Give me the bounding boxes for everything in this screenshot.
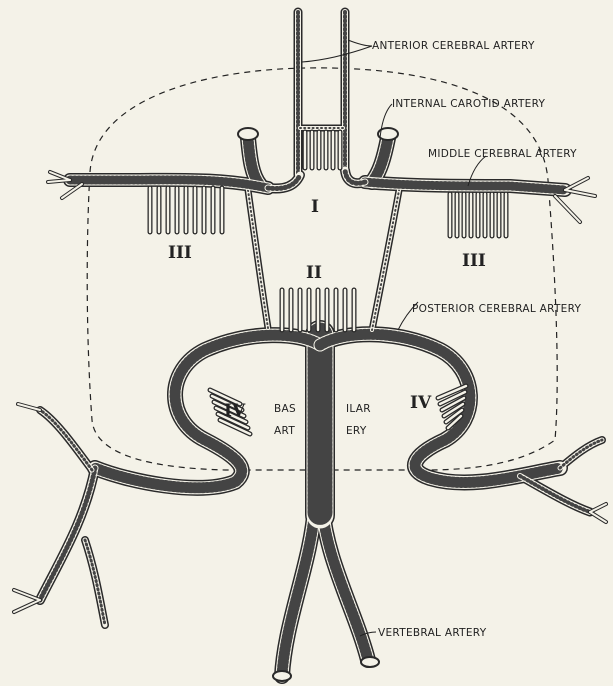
vessel-group bbox=[40, 12, 602, 676]
right-vertebral-opening bbox=[361, 657, 379, 667]
region-3-left: III bbox=[168, 243, 192, 263]
label-vertebral: VERTEBRAL ARTERY bbox=[378, 627, 487, 639]
region-3-right: III bbox=[462, 251, 486, 271]
label-basilar-right-1: ILAR bbox=[346, 403, 371, 415]
v-occ-right-b-hatching bbox=[520, 476, 590, 512]
region-4-left: IV bbox=[224, 401, 246, 421]
pointer-anterior-left bbox=[302, 46, 372, 62]
pointer-anterior-right bbox=[348, 40, 372, 46]
left-carotid-opening bbox=[238, 128, 258, 140]
region-4-right: IV bbox=[410, 393, 432, 413]
right-occipital-twigs bbox=[590, 504, 606, 522]
v-right-vert-hatching bbox=[322, 505, 368, 660]
left-occipital-twigs bbox=[14, 404, 40, 612]
region-1: I bbox=[311, 197, 319, 217]
v-left-vert-hatching bbox=[282, 505, 315, 676]
label-basilar-right-2: ERY bbox=[346, 425, 367, 437]
label-posterior-cerebral: POSTERIOR CEREBRAL ARTERY bbox=[412, 303, 582, 315]
region-2: II bbox=[306, 263, 322, 283]
label-internal-carotid: INTERNAL CAROTID ARTERY bbox=[392, 98, 546, 110]
label-basilar-left-2: ART bbox=[274, 425, 295, 437]
left-vertebral-opening bbox=[273, 671, 291, 681]
label-middle-cerebral: MIDDLE CEREBRAL ARTERY bbox=[428, 148, 577, 160]
label-basilar-left-1: BAS bbox=[274, 403, 296, 415]
label-anterior-cerebral: ANTERIOR CEREBRAL ARTERY bbox=[372, 40, 535, 52]
